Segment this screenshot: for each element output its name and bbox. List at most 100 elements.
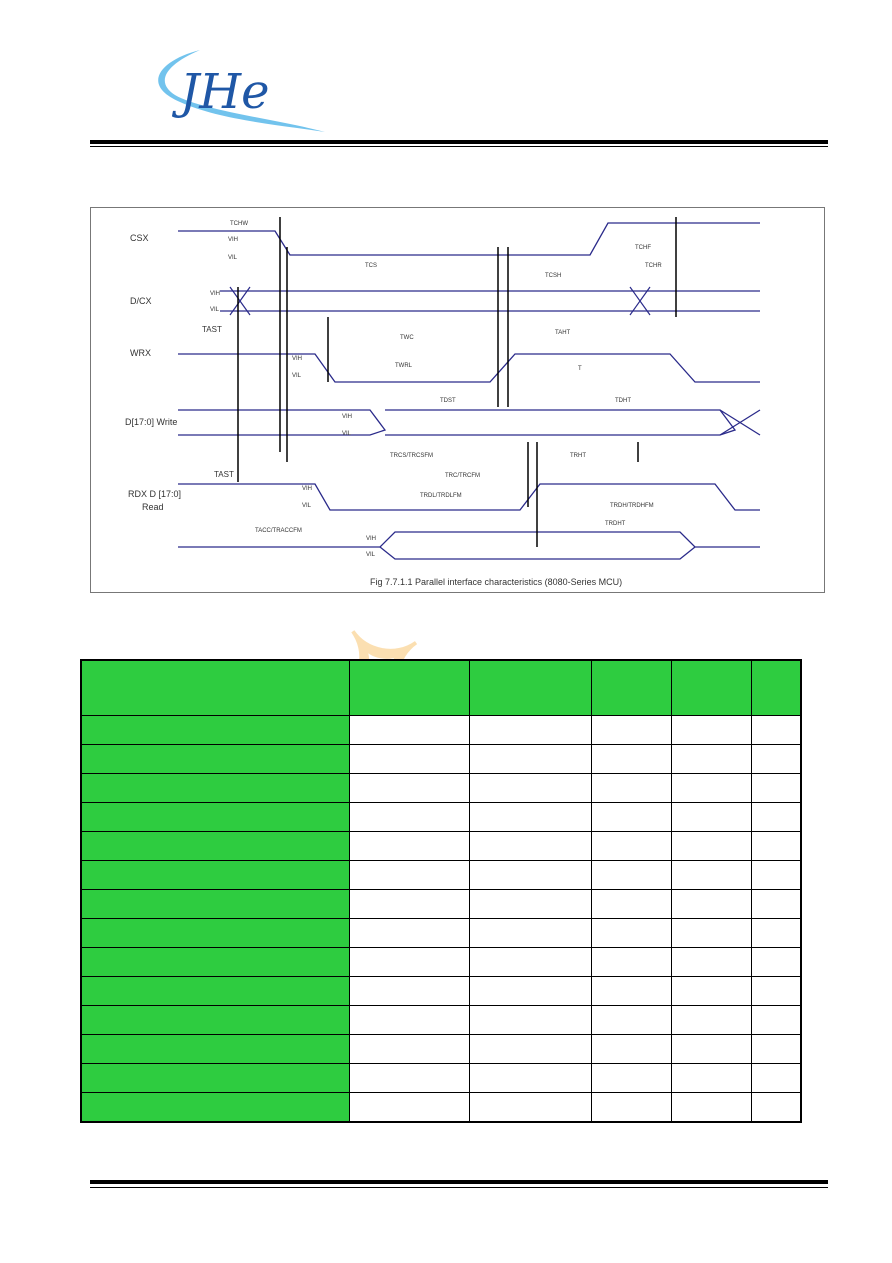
table-cell [590,715,672,745]
table-cell [750,976,802,1006]
timing-tacc: TACC/TRACCFM [255,528,302,534]
table-row [80,744,802,774]
table-param-cell [80,1034,350,1064]
table-cell [348,831,470,861]
table-cell [468,1092,592,1123]
timing-tast2: TAST [214,470,234,479]
company-logo: JHe [158,50,325,132]
table-cell [750,1034,802,1064]
table-row [80,715,802,745]
table-cell [670,1063,752,1093]
table-row [80,918,802,948]
signal-dwrite: D[17:0] Write [125,417,177,427]
table-cell [670,744,752,774]
table-cell [750,889,802,919]
table-row [80,860,802,890]
table-cell [468,947,592,977]
table-param-cell [80,1092,350,1123]
table-cell [348,1034,470,1064]
timing-tast1: TAST [202,325,222,334]
table-cell [670,918,752,948]
table-cell [590,744,672,774]
spec-table [80,659,802,1123]
table-param-cell [80,715,350,745]
table-cell [348,947,470,977]
table-cell [590,773,672,803]
table-cell [670,773,752,803]
table-cell [348,1092,470,1123]
table-cell [468,1063,592,1093]
table-cell [590,1063,672,1093]
signal-rdx: RDX D [17:0] [128,489,181,499]
table-cell [590,860,672,890]
table-cell [670,1092,752,1123]
logo-text: JHe [171,64,270,120]
level-vil-4: VIL [342,431,352,437]
table-cell [590,947,672,977]
level-vil-5: VIL [302,503,312,509]
table-cell [468,744,592,774]
table-cell [670,889,752,919]
table-cell [750,918,802,948]
signal-dcx: D/CX [130,296,152,306]
table-cell [468,889,592,919]
table-row [80,1063,802,1093]
timing-taht: TAHT [555,330,571,336]
table-cell [590,1092,672,1123]
table-cell [468,831,592,861]
table-param-cell [80,1063,350,1093]
table-row [80,773,802,803]
header-rule-thin [90,146,828,147]
level-vil-3: VIL [292,373,302,379]
table-row [80,831,802,861]
table-row [80,976,802,1006]
table-cell [348,773,470,803]
table-header-cell [348,659,470,716]
table-cell [670,831,752,861]
dwrite-waveform [178,409,761,436]
table-cell [750,802,802,832]
table-cell [468,773,592,803]
table-cell [348,1005,470,1035]
table-cell [590,1005,672,1035]
table-cell [750,860,802,890]
table-param-cell [80,918,350,948]
table-header-cell [468,659,592,716]
table-cell [468,715,592,745]
table-row [80,889,802,919]
table-cell [670,1005,752,1035]
table-row [80,1092,802,1123]
table-cell [670,1034,752,1064]
table-param-cell [80,802,350,832]
level-vih-5: VIH [302,486,312,492]
table-cell [670,976,752,1006]
table-param-cell [80,947,350,977]
signal-csx: CSX [130,233,149,243]
table-cell [468,860,592,890]
level-vih-1: VIH [228,237,238,243]
table-cell [750,715,802,745]
table-cell [590,918,672,948]
timing-twc: TWC [400,335,414,341]
table-row [80,802,802,832]
table-row [80,1005,802,1035]
timing-trdh: TRDH/TRDHFM [610,503,654,509]
table-cell [670,947,752,977]
timing-tchf: TCHF [635,245,651,251]
table-cell [670,802,752,832]
level-vil-2: VIL [210,307,220,313]
timing-tdht: TDHT [615,398,631,404]
table-cell [348,976,470,1006]
table-cell [348,715,470,745]
timing-twrl: TWRL [395,363,413,369]
table-cell [468,1005,592,1035]
table-cell [670,715,752,745]
table-cell [348,802,470,832]
table-cell [468,802,592,832]
table-cell [468,918,592,948]
csx-waveform [178,222,760,256]
logo-swoosh [158,50,325,132]
table-param-cell [80,1005,350,1035]
signal-read: Read [142,502,164,512]
footer-rule [90,1180,828,1184]
